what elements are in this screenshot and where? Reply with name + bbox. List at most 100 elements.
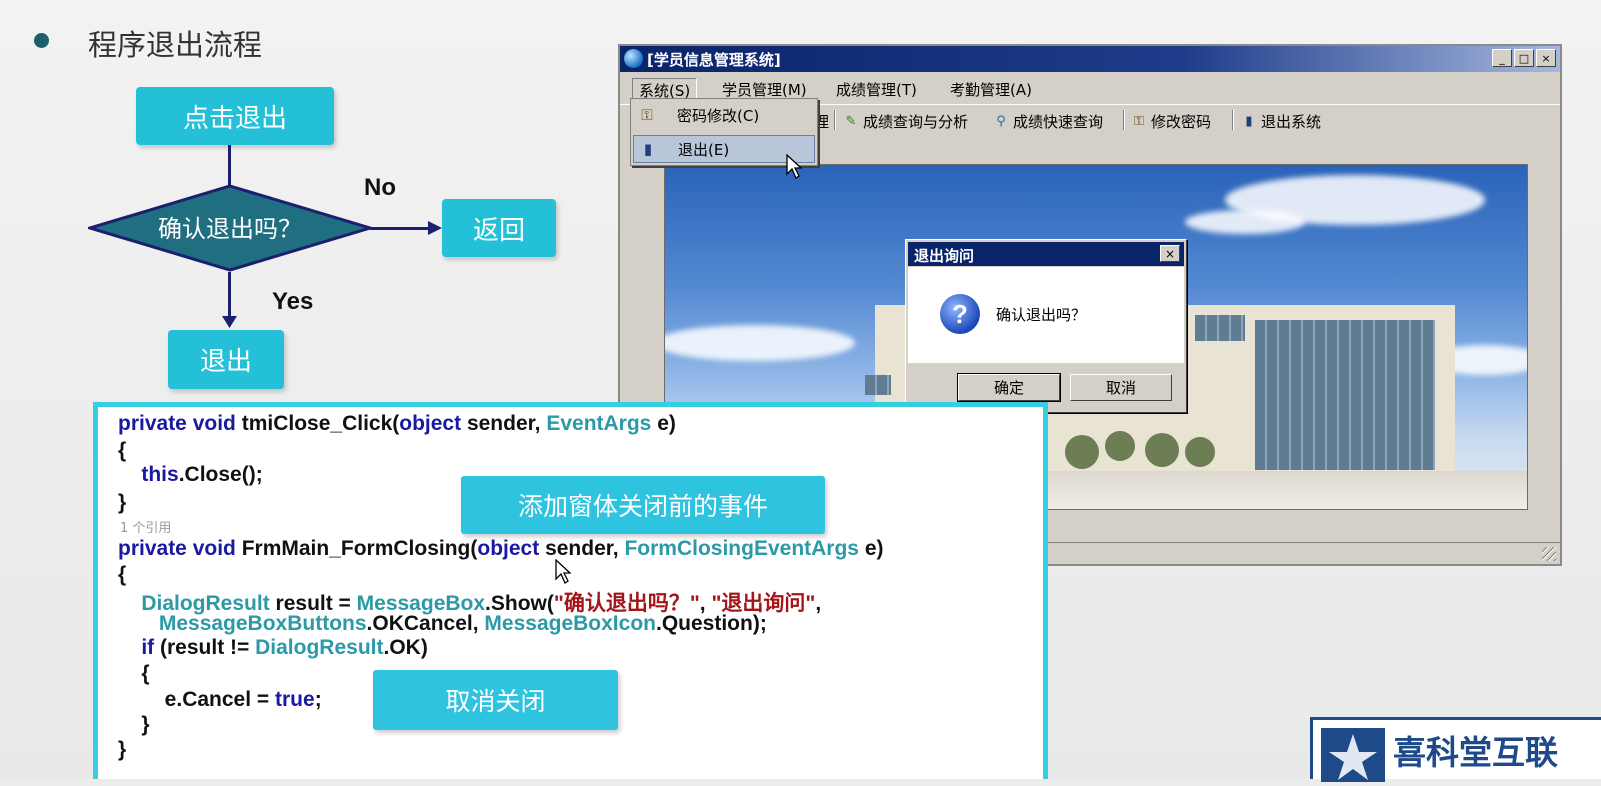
- mouse-cursor-icon: [555, 559, 571, 584]
- code-line: private void FrmMain_FormClosing(object …: [118, 537, 884, 561]
- tree: [1145, 433, 1179, 467]
- building-windows: [865, 375, 891, 395]
- code-token: .Close();: [178, 463, 263, 486]
- code-token: {: [118, 563, 127, 586]
- slide-title: 程序退出流程: [88, 28, 263, 62]
- toolbar-change-password-label: 修改密码: [1151, 113, 1212, 131]
- dialog-title: 退出询问: [914, 247, 975, 265]
- tree: [1065, 435, 1099, 469]
- toolbar-separator: [1123, 110, 1125, 130]
- code-token: FrmMain_FormClosing(: [241, 537, 478, 560]
- code-line: MessageBoxButtons.OKCancel, MessageBoxIc…: [118, 612, 767, 636]
- maximize-button[interactable]: □: [1514, 49, 1534, 67]
- flow-exit-box: 退出: [168, 330, 284, 389]
- dialog-titlebar[interactable]: 退出询问 ×: [908, 242, 1184, 266]
- code-token: [118, 463, 141, 486]
- code-line: }: [118, 713, 150, 737]
- code-token: {: [118, 439, 127, 462]
- code-token: "退出询问": [711, 592, 816, 615]
- reference-count-note: 1 个引用: [120, 521, 172, 536]
- exit-confirm-dialog: 退出询问 × ? 确认退出吗？ 确定 取消: [905, 239, 1187, 413]
- code-line: e.Cancel = true;: [118, 688, 322, 712]
- building-windows: [1255, 320, 1435, 470]
- menubar: 系统(S) 学员管理(M) 成绩管理(T) 考勤管理(A): [620, 74, 1560, 103]
- app-globe-icon: [624, 49, 643, 68]
- code-token: }: [118, 713, 150, 736]
- code-token: e): [651, 412, 676, 435]
- toolbar-change-password[interactable]: ⚿ 修改密码: [1130, 111, 1211, 132]
- flow-start-box: 点击退出: [136, 87, 334, 145]
- dialog-message: 确认退出吗？: [996, 306, 1087, 324]
- star-logo-icon: [1321, 728, 1385, 782]
- flow-connector-yes: [228, 272, 231, 320]
- toolbar-score-analysis-label: 成绩查询与分析: [863, 113, 969, 131]
- code-token: }: [118, 491, 127, 514]
- exit-icon: ▮: [643, 140, 653, 158]
- code-token: MessageBox: [356, 592, 486, 615]
- toolbar-score-analysis[interactable]: ✎ 成绩查询与分析: [842, 111, 968, 132]
- code-token: (result !=: [154, 636, 256, 659]
- code-token: "确认退出吗？": [553, 592, 700, 615]
- menu-attendance[interactable]: 考勤管理(A): [950, 81, 1032, 99]
- key-icon: ⚿: [641, 106, 653, 124]
- code-token: result =: [269, 592, 357, 615]
- code-line: {: [118, 563, 126, 587]
- code-token: MessageBoxIcon: [484, 612, 656, 635]
- arrow-right-icon: [428, 221, 442, 235]
- code-line: this.Close();: [118, 463, 263, 487]
- flow-yes-label: Yes: [272, 288, 314, 315]
- code-token: private void: [118, 537, 242, 560]
- callout-add-closing-event: 添加窗体关闭前的事件: [461, 476, 825, 534]
- close-button[interactable]: ×: [1536, 49, 1556, 67]
- code-token: {: [118, 662, 150, 685]
- code-token: DialogResult: [141, 592, 270, 615]
- code-token: sender,: [539, 537, 625, 560]
- resize-grip-icon[interactable]: [1542, 547, 1556, 561]
- code-token: ,: [699, 592, 712, 615]
- menu-student[interactable]: 学员管理(M): [722, 81, 807, 99]
- code-token: DialogResult: [255, 636, 384, 659]
- pen-icon: ✎: [845, 114, 857, 129]
- flow-connector-no: [370, 227, 432, 230]
- code-token: if: [141, 636, 155, 659]
- tree: [1105, 431, 1135, 461]
- menu-item-change-password[interactable]: ⚿ 密码修改(C): [633, 101, 815, 129]
- code-token: .OK): [383, 636, 428, 659]
- code-token: e.Cancel =: [118, 688, 275, 711]
- toolbar-quick-query[interactable]: ⚲ 成绩快速查询: [992, 111, 1103, 132]
- code-line: DialogResult result = MessageBox.Show("确…: [118, 587, 821, 617]
- mouse-cursor-icon: [786, 154, 802, 179]
- toolbar-exit-system[interactable]: ▮ 退出系统: [1240, 111, 1321, 132]
- arrow-down-icon: [222, 316, 237, 328]
- brand-logo-text: 喜科堂互联: [1393, 733, 1558, 772]
- code-token: MessageBoxButtons: [158, 612, 367, 635]
- toolbar-exit-system-label: 退出系统: [1261, 113, 1322, 131]
- flow-connector-top: [228, 145, 231, 187]
- code-token: }: [118, 738, 127, 761]
- menu-item-exit[interactable]: ▮ 退出(E): [633, 135, 815, 163]
- code-token: e): [858, 537, 884, 560]
- dialog-body: ? 确认退出吗？: [908, 267, 1184, 363]
- minimize-button[interactable]: _: [1492, 49, 1512, 67]
- cancel-button[interactable]: 取消: [1070, 374, 1172, 401]
- app-titlebar[interactable]: [学员信息管理系统] _ □ ×: [620, 46, 1560, 72]
- question-icon: ?: [940, 294, 980, 334]
- title-bullet-icon: [34, 33, 49, 48]
- code-line: private void tmiClose_Click(object sende…: [118, 412, 676, 436]
- flow-decision-label: 确认退出吗？: [158, 215, 302, 243]
- ok-button[interactable]: 确定: [957, 373, 1061, 402]
- dialog-close-button[interactable]: ×: [1160, 245, 1180, 262]
- menu-item-change-password-label: 密码修改(C): [677, 106, 760, 125]
- toolbar-separator: [1232, 110, 1234, 130]
- search-icon: ⚲: [996, 114, 1006, 129]
- brand-logo: 喜科堂互联: [1310, 717, 1601, 782]
- code-token: this: [141, 463, 179, 486]
- code-token: EventArgs: [546, 412, 652, 435]
- tree: [1185, 437, 1215, 467]
- code-line: {: [118, 662, 150, 686]
- menu-score[interactable]: 成绩管理(T): [836, 81, 917, 99]
- code-token: true: [275, 688, 315, 711]
- cloud: [1185, 210, 1305, 234]
- code-line: if (result != DialogResult.OK): [118, 636, 428, 660]
- window-controls: _ □ ×: [1492, 49, 1556, 67]
